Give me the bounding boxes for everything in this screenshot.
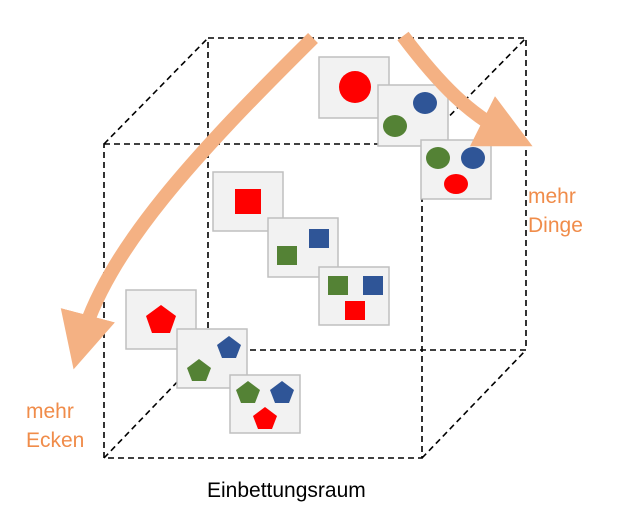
label-more-things-line1: mehr xyxy=(528,185,576,208)
cube-edge-bottom-right xyxy=(421,349,527,459)
label-more-corners: mehr Ecken xyxy=(26,397,84,455)
card-green-blue-squares xyxy=(267,217,339,278)
red-circle-shape xyxy=(339,71,371,103)
blue-pentagon-shape xyxy=(217,336,241,358)
circle-cards xyxy=(318,56,492,200)
red-square-shape xyxy=(345,301,365,320)
blue-square-shape xyxy=(309,229,329,248)
red-pentagon-shape xyxy=(146,305,176,333)
green-pentagon-shape xyxy=(236,381,260,403)
green-circle-shape xyxy=(383,115,407,137)
square-cards xyxy=(212,171,390,326)
caption-embedding-space: Einbettungsraum xyxy=(207,479,366,502)
arrow-more-corners xyxy=(60,33,318,370)
blue-square-shape xyxy=(363,276,383,295)
label-more-corners-line1: mehr xyxy=(26,400,74,423)
green-square-shape xyxy=(328,276,348,295)
green-square-shape xyxy=(277,246,297,265)
pentagon-cards xyxy=(125,289,301,434)
green-circle-shape xyxy=(426,147,450,169)
arrow-more-things xyxy=(397,31,533,147)
card-green-blue-circles xyxy=(377,84,449,147)
label-more-corners-line2: Ecken xyxy=(26,429,85,452)
blue-circle-shape xyxy=(461,147,485,169)
green-pentagon-shape xyxy=(187,359,211,381)
red-square-shape xyxy=(235,189,261,214)
red-pentagon-shape xyxy=(253,407,277,429)
red-circle-shape xyxy=(444,174,468,194)
cube-back-face xyxy=(207,37,527,351)
cube-front-face xyxy=(103,143,423,459)
card-red-square xyxy=(212,171,284,232)
card-green-blue-red-squares xyxy=(318,266,390,326)
label-more-things: mehr Dinge xyxy=(528,182,583,240)
card-green-blue-red-pentagons xyxy=(229,374,301,434)
blue-pentagon-shape xyxy=(270,381,294,403)
card-green-blue-red-circles xyxy=(420,139,492,200)
blue-circle-shape xyxy=(413,92,437,114)
label-more-things-line2: Dinge xyxy=(528,214,583,237)
cube-edge-top-left xyxy=(103,37,209,145)
